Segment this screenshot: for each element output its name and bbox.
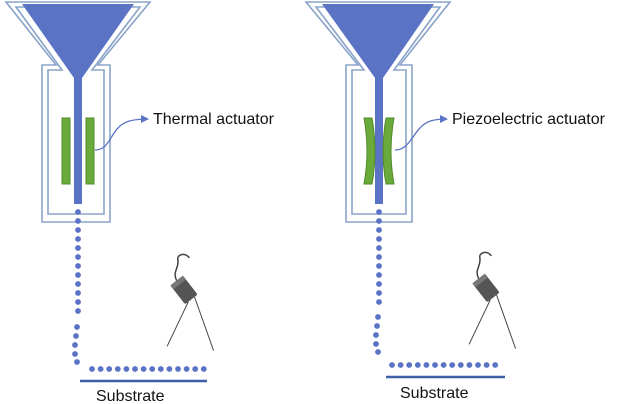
ink-droplet <box>376 272 382 278</box>
ink-droplet <box>483 362 490 368</box>
ink-droplet <box>75 272 81 278</box>
ink-droplet <box>75 308 81 314</box>
ink-droplet <box>75 236 81 242</box>
ink-droplet <box>183 366 190 372</box>
ink-droplet <box>440 362 447 368</box>
ink-droplet <box>376 209 382 215</box>
ink-droplet <box>466 362 473 368</box>
ink-droplet <box>492 362 499 368</box>
ink-droplet <box>75 227 81 233</box>
ink-channel <box>74 76 82 204</box>
ink-droplet <box>72 351 78 357</box>
ink-droplet <box>375 314 381 320</box>
ink-droplet <box>376 290 382 296</box>
ink-droplet <box>74 324 80 330</box>
ink-droplet <box>200 366 207 372</box>
thermal-actuator-right <box>85 117 95 185</box>
ink-droplet <box>73 333 79 339</box>
ink-droplet <box>432 362 438 368</box>
ink-channel <box>375 76 383 204</box>
substrate-label: Substrate <box>400 385 469 402</box>
ink-droplet <box>75 254 81 260</box>
ink-droplet <box>373 341 379 347</box>
ink-droplet <box>376 281 382 287</box>
ink-droplet <box>376 245 382 251</box>
ink-droplet <box>373 332 379 338</box>
ink-droplet <box>376 236 382 242</box>
ink-droplet <box>75 245 81 251</box>
ink-droplet <box>397 362 404 368</box>
ink-funnel <box>322 4 434 78</box>
ink-droplet <box>449 362 456 368</box>
ink-droplet <box>376 263 382 269</box>
thermal-printhead: Substrate Thermal actuator <box>4 1 275 404</box>
ink-droplet <box>75 290 81 296</box>
ink-droplet <box>149 366 156 372</box>
ink-droplet <box>89 366 95 372</box>
printhead-housing-inner <box>14 6 142 215</box>
printhead-housing-outer <box>304 1 452 223</box>
ink-droplet <box>457 362 464 368</box>
leader-arrow-icon <box>94 115 149 151</box>
thermal-actuator-left <box>61 117 71 185</box>
ink-droplet <box>140 366 147 372</box>
ink-droplet <box>132 366 138 372</box>
printhead-housing-inner <box>314 6 442 215</box>
ink-droplet <box>166 366 173 372</box>
camera-icon <box>166 253 215 351</box>
ink-droplet <box>74 359 80 365</box>
ink-droplet <box>374 323 380 329</box>
ink-droplet <box>75 218 81 224</box>
ink-droplet <box>414 362 421 368</box>
ink-droplet <box>75 299 81 305</box>
leader-arrow-icon <box>394 115 448 151</box>
camera-icon <box>468 251 517 349</box>
ink-droplet <box>376 254 382 260</box>
ink-droplet <box>175 366 181 372</box>
ink-droplet <box>123 366 130 372</box>
ink-droplet <box>72 342 78 348</box>
ink-droplets <box>373 209 499 368</box>
ink-droplet <box>376 299 382 305</box>
ink-droplets <box>72 209 207 372</box>
ink-funnel <box>22 4 134 78</box>
ink-droplet <box>389 362 395 368</box>
piezo-actuator-left <box>363 117 376 185</box>
ink-droplet <box>75 281 81 287</box>
ink-droplet <box>114 366 121 372</box>
ink-droplet <box>75 263 81 269</box>
ink-droplet <box>192 366 199 372</box>
ink-droplet <box>106 366 113 372</box>
ink-droplet <box>406 362 413 368</box>
piezo-actuator-right <box>382 117 395 185</box>
ink-droplet <box>376 227 382 233</box>
printhead-housing-outer <box>4 1 152 223</box>
thermal-actuator-label: Thermal actuator <box>153 111 275 128</box>
ink-droplet <box>423 362 430 368</box>
ink-droplet <box>376 218 382 224</box>
ink-droplet <box>75 209 81 215</box>
ink-droplet <box>97 366 104 372</box>
piezo-actuator-label: Piezoelectric actuator <box>452 111 606 128</box>
ink-droplet <box>475 362 481 368</box>
piezo-printhead: Substrate Piezoelectric actuator <box>304 1 606 402</box>
substrate-label: Substrate <box>96 388 165 404</box>
ink-droplet <box>157 366 164 372</box>
ink-droplet <box>375 349 381 355</box>
